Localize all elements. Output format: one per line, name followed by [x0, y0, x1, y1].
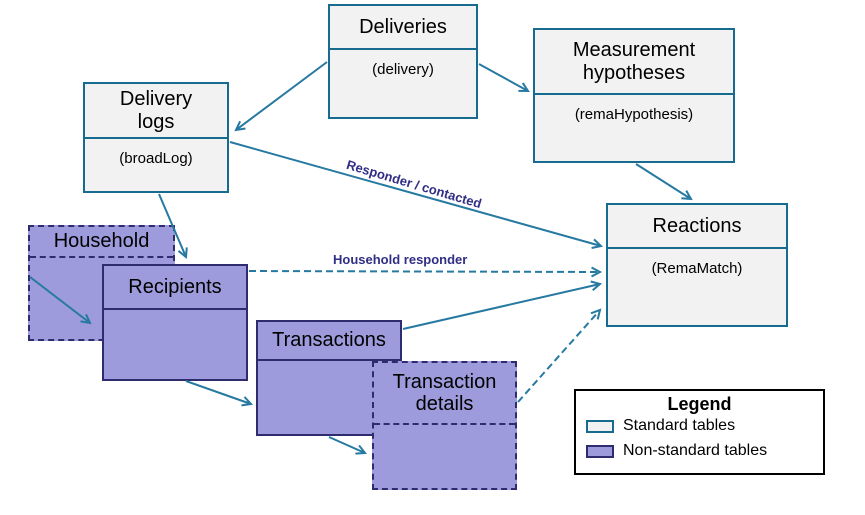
connector-measurement-to-reactions: [635, 163, 693, 201]
entity-subtitle: (RemaMatch): [651, 260, 743, 277]
connector-recipients-to-reactions-dashed: [248, 266, 603, 278]
entity-body: [104, 310, 246, 379]
entity-subtitle: (delivery): [372, 61, 434, 78]
entity-title: Transaction details: [374, 363, 515, 425]
entity-title: Transactions: [258, 322, 400, 361]
nonstandard-table-swatch: [586, 444, 614, 458]
connector-label-responder-contacted: Responder / contacted: [344, 157, 484, 212]
entity-measurement-hypotheses: Measurement hypotheses (remaHypothesis): [533, 28, 735, 163]
entity-title: Delivery logs: [85, 84, 227, 139]
connector-transactions-to-reactions: [402, 280, 603, 330]
entity-title: Household: [30, 227, 173, 258]
entity-delivery-logs: Delivery logs (broadLog): [83, 82, 229, 193]
legend-item-nonstandard: Non-standard tables: [586, 442, 813, 460]
legend-item-label: Standard tables: [623, 417, 736, 434]
legend: Legend Standard tables Non-standard tabl…: [574, 389, 825, 475]
legend-item-label: Non-standard tables: [623, 442, 768, 459]
standard-table-swatch: [586, 419, 614, 433]
connector-transactions-to-details: [328, 436, 367, 455]
entity-subtitle: (broadLog): [119, 150, 193, 167]
legend-item-standard: Standard tables: [586, 417, 813, 435]
entity-title: Reactions: [608, 205, 786, 249]
connector-deliveries-to-delivery-logs: [234, 61, 328, 132]
entity-deliveries: Deliveries (delivery): [328, 4, 478, 119]
connector-deliveries-to-measurement: [478, 63, 530, 93]
entity-reactions: Reactions (RemaMatch): [606, 203, 788, 327]
entity-subtitle: (remaHypothesis): [574, 106, 694, 123]
entity-recipients: Recipients: [102, 264, 248, 381]
entity-title: Recipients: [104, 266, 246, 310]
entity-transaction-details: Transaction details: [372, 361, 517, 490]
entity-body: [374, 425, 515, 488]
connector-label-household-responder: Household responder: [333, 252, 468, 267]
connector-recipients-to-transactions: [185, 380, 254, 407]
entity-title: Measurement hypotheses: [535, 30, 733, 95]
entity-title: Deliveries: [330, 6, 476, 50]
legend-title: Legend: [667, 394, 732, 414]
